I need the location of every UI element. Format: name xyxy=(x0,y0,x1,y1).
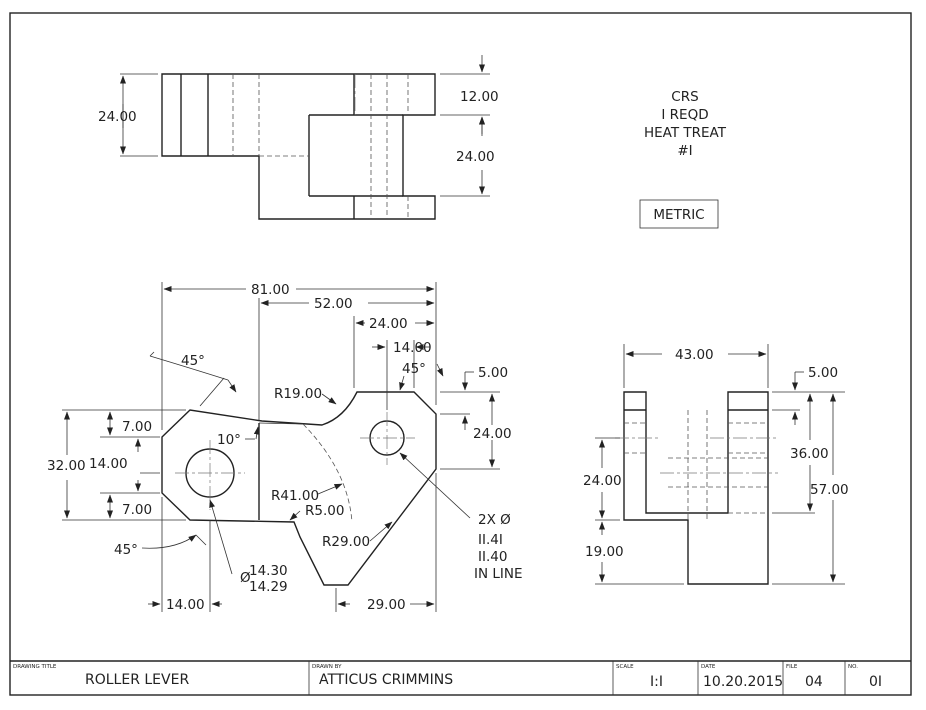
angle-45-top-left: 45° xyxy=(181,353,205,369)
side-dim-left-24: 24.00 xyxy=(583,473,622,489)
drawing-title: ROLLER LEVER xyxy=(85,672,189,688)
angle-10: 10° xyxy=(217,432,241,448)
callout-r19: R19.00 xyxy=(274,386,322,402)
notes-block: CRS I REQD HEAT TREAT #I METRIC xyxy=(639,89,727,229)
top-dim-lower: 24.00 xyxy=(456,149,495,165)
note-material: CRS xyxy=(671,89,698,105)
dim-left-32: 32.00 xyxy=(47,458,86,474)
top-view: 24.00 12.00 24.00 xyxy=(98,55,499,220)
hole-dia-symbol: Ø xyxy=(240,570,251,586)
note-process-number: #I xyxy=(677,143,692,159)
callout-r41: R41.00 xyxy=(271,488,319,504)
holes-lower: II.40 xyxy=(478,549,507,565)
date-label: DATE xyxy=(701,664,716,670)
dim-width-14-top: 14.00 xyxy=(393,340,432,356)
note-process: HEAT TREAT xyxy=(644,125,727,141)
callout-r29: R29.00 xyxy=(322,534,370,550)
dim-right-height-24: 24.00 xyxy=(473,426,512,442)
metric-label: METRIC xyxy=(653,207,704,223)
holes-note: IN LINE xyxy=(474,566,523,582)
sheet-border xyxy=(9,12,912,696)
note-quantity: I REQD xyxy=(661,107,708,123)
hole-dia-lower: 14.29 xyxy=(249,579,288,595)
dim-chamfer-5: 5.00 xyxy=(478,365,508,381)
dim-left-7-bottom: 7.00 xyxy=(122,502,152,518)
drawn-by: ATTICUS CRIMMINS xyxy=(319,672,453,688)
side-dim-left-19: 19.00 xyxy=(585,544,624,560)
side-dim-width: 43.00 xyxy=(675,347,714,363)
dim-left-7-top: 7.00 xyxy=(122,419,152,435)
date-value: 10.20.2015 xyxy=(703,674,783,690)
angle-45-top-right: 45° xyxy=(402,361,426,377)
drawing-title-label: DRAWING TITLE xyxy=(13,664,57,670)
holes-upper: II.4I xyxy=(478,532,503,548)
no-value: 0I xyxy=(869,674,882,690)
drawn-by-label: DRAWN BY xyxy=(312,664,342,670)
dim-bottom-14: 14.00 xyxy=(166,597,205,613)
front-view: 81.00 52.00 24.00 14.00 45° 5.00 24.00 xyxy=(47,282,523,613)
dim-width-52: 52.00 xyxy=(314,296,353,312)
dim-bottom-29: 29.00 xyxy=(367,597,406,613)
top-dim-height: 24.00 xyxy=(98,109,137,125)
side-view: 43.00 5.00 36.00 57.00 24.00 19.00 xyxy=(583,344,849,585)
file-label: FILE xyxy=(786,664,798,670)
angle-45-bottom-left: 45° xyxy=(114,542,138,558)
side-dim-57: 57.00 xyxy=(810,482,849,498)
dim-overall-width: 81.00 xyxy=(251,282,290,298)
dim-width-24: 24.00 xyxy=(369,316,408,332)
side-dim-slot: 5.00 xyxy=(808,365,838,381)
metric-box xyxy=(639,199,719,229)
dim-left-14: 14.00 xyxy=(89,456,128,472)
callout-r5: R5.00 xyxy=(305,503,344,519)
top-dim-upper: 12.00 xyxy=(460,89,499,105)
title-block: DRAWING TITLE ROLLER LEVER DRAWN BY ATTI… xyxy=(10,660,911,695)
scale-label: SCALE xyxy=(616,664,634,670)
scale-value: I:I xyxy=(650,674,663,690)
holes-qty: 2X Ø xyxy=(478,512,511,528)
no-label: NO. xyxy=(848,664,858,670)
hole-dia-upper: 14.30 xyxy=(249,563,288,579)
side-dim-36: 36.00 xyxy=(790,446,829,462)
file-value: 04 xyxy=(805,674,823,690)
